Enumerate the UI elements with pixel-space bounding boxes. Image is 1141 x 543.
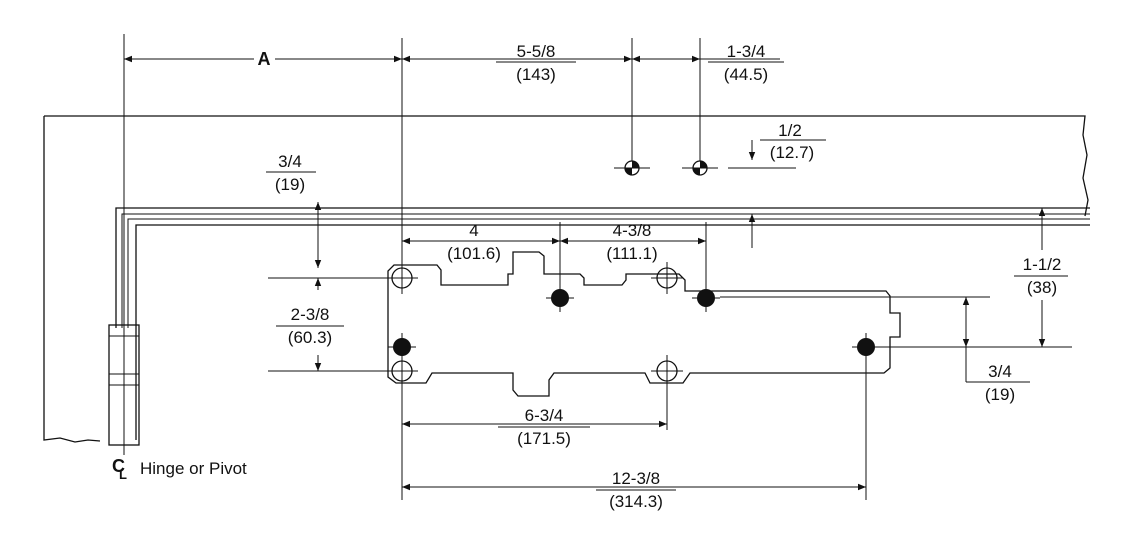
open-hole-1 xyxy=(386,262,418,294)
centerline-label: Hinge or Pivot xyxy=(140,459,247,478)
dim-19-top-label: (19) xyxy=(275,175,305,194)
dim-a-label: A xyxy=(258,49,271,69)
open-hole-4 xyxy=(651,355,683,387)
door-frame-outline xyxy=(43,115,1090,443)
dim-6-3-4-label: 6-3/4 xyxy=(525,406,564,425)
solid-hole-2 xyxy=(692,284,720,312)
dim-314-3-label: (314.3) xyxy=(609,492,663,511)
dimension-lines xyxy=(124,55,1046,491)
solid-hole-1 xyxy=(546,284,574,312)
extension-lines xyxy=(268,38,1072,500)
open-hole-2 xyxy=(651,262,683,294)
svg-text:C: C xyxy=(112,456,125,476)
dim-19-right-label: (19) xyxy=(985,385,1015,404)
dim-4-3-8-label: 4-3/8 xyxy=(613,221,652,240)
dim-44-5-label: (44.5) xyxy=(724,65,768,84)
dim-12-7-label: (12.7) xyxy=(770,143,814,162)
dim-1-1-2-label: 1-1/2 xyxy=(1023,255,1062,274)
dim-3-4-top-label: 3/4 xyxy=(278,152,302,171)
dim-5-5-8-label: 5-5/8 xyxy=(517,42,556,61)
frame-target-mark-2 xyxy=(682,160,718,176)
solid-hole-4 xyxy=(852,333,880,361)
dim-3-4-right-label: 3/4 xyxy=(988,362,1012,381)
dim-1-2-label: 1/2 xyxy=(778,121,802,140)
solid-hole-3 xyxy=(388,333,416,361)
dim-4-label: 4 xyxy=(469,221,478,240)
svg-text:L: L xyxy=(119,467,127,482)
dim-12-3-8-label: 12-3/8 xyxy=(612,469,660,488)
frame-target-mark-1 xyxy=(614,160,650,176)
dim-1-3-4-label: 1-3/4 xyxy=(727,42,766,61)
dim-111-1-label: (111.1) xyxy=(606,244,657,263)
centerline-symbol: C L xyxy=(112,456,127,482)
dim-143-label: (143) xyxy=(516,65,556,84)
fraction-bars xyxy=(266,61,1068,491)
dim-38-label: (38) xyxy=(1027,278,1057,297)
dim-2-3-8-label: 2-3/8 xyxy=(291,305,330,324)
dim-101-6-label: (101.6) xyxy=(447,244,501,263)
mounting-plate xyxy=(387,251,901,397)
dim-171-5-label: (171.5) xyxy=(517,429,571,448)
dim-60-3-label: (60.3) xyxy=(288,328,332,347)
